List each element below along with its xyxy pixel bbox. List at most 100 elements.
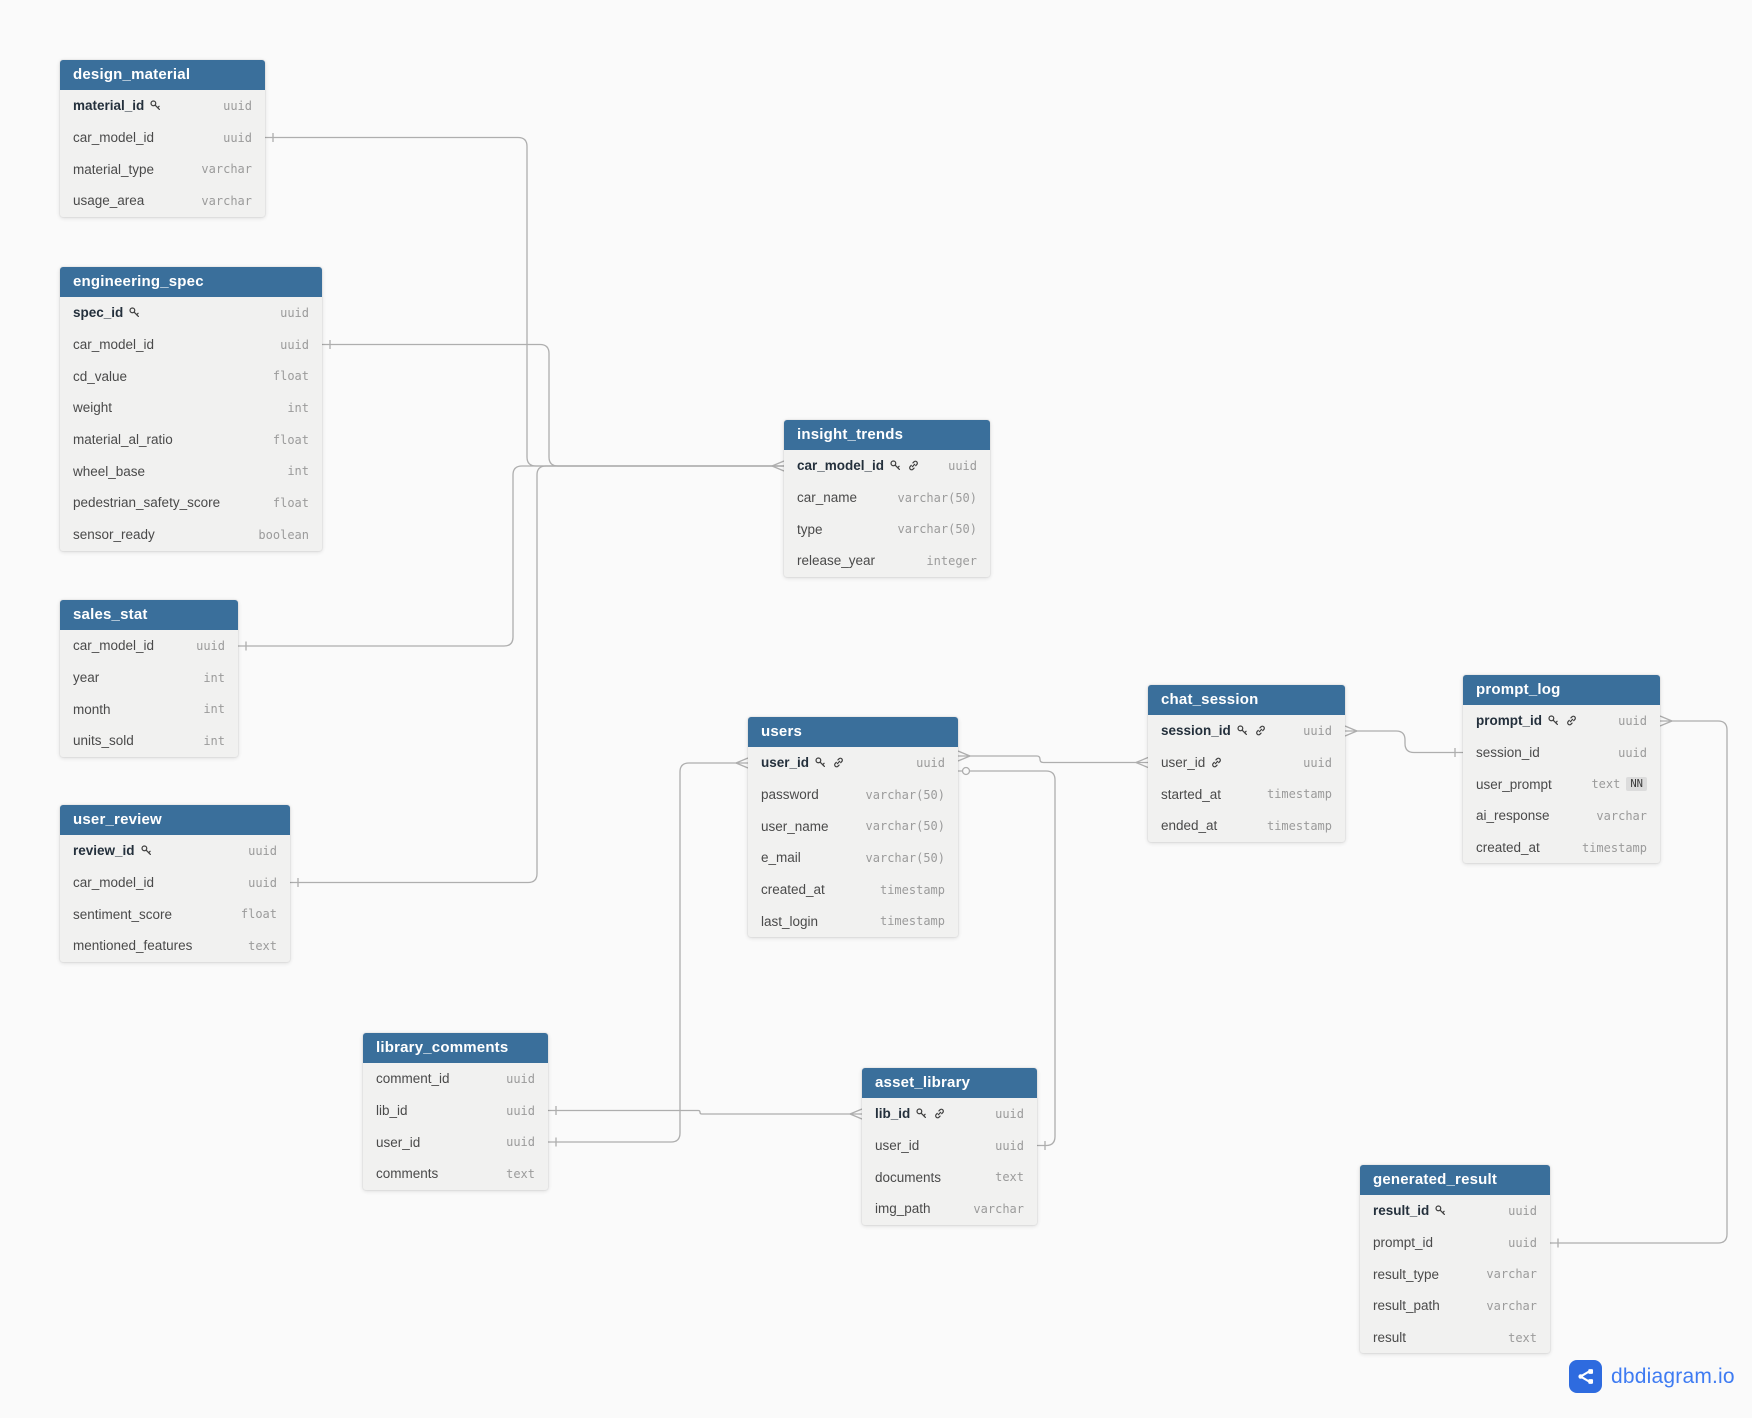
relationship-library_comments.lib_id-to-asset_library.lib_id	[548, 1109, 862, 1115]
dbdiagram-logo-text: dbdiagram.io	[1611, 1364, 1735, 1388]
field-type: integer	[926, 553, 977, 568]
field-type: varchar	[1596, 808, 1647, 823]
field-row-chat_session-started_at[interactable]: started_at timestamp	[1148, 778, 1345, 810]
not-null-badge: NN	[1626, 777, 1647, 792]
table-header-chat_session[interactable]: chat_session	[1148, 685, 1345, 715]
field-name: result_path	[1373, 1298, 1440, 1314]
table-header-engineering_spec[interactable]: engineering_spec	[60, 267, 322, 297]
table-header-design_material[interactable]: design_material	[60, 60, 265, 90]
field-type: uuid	[280, 337, 309, 352]
field-name: ai_response	[1476, 808, 1550, 824]
dbdiagram-logo[interactable]: dbdiagram.io	[1569, 1360, 1735, 1393]
field-type: text	[248, 938, 277, 953]
field-name: e_mail	[761, 850, 801, 866]
field-row-generated_result-result_path[interactable]: result_path varchar	[1360, 1290, 1550, 1322]
table-header-prompt_log[interactable]: prompt_log	[1463, 675, 1660, 705]
key-icon	[1548, 715, 1559, 726]
field-type: uuid	[1618, 713, 1647, 728]
table-header-user_review[interactable]: user_review	[60, 805, 290, 835]
field-name: created_at	[761, 882, 825, 898]
field-type: varchar	[1486, 1298, 1537, 1313]
table-header-library_comments[interactable]: library_comments	[363, 1033, 548, 1063]
table-header-users[interactable]: users	[748, 717, 958, 747]
table-header-generated_result[interactable]: generated_result	[1360, 1165, 1550, 1195]
field-name: weight	[73, 400, 113, 416]
field-name: started_at	[1161, 786, 1222, 802]
field-row-generated_result-result_type[interactable]: result_type varchar	[1360, 1258, 1550, 1290]
field-type: uuid	[1508, 1235, 1537, 1250]
field-name: result_type	[1373, 1266, 1440, 1282]
field-name: car_model_id	[73, 638, 155, 654]
field-name: prompt_id	[1373, 1235, 1434, 1251]
field-type: timestamp	[1266, 787, 1332, 802]
table-header-asset_library[interactable]: asset_library	[862, 1068, 1037, 1098]
field-type: text	[506, 1166, 535, 1181]
table-header-sales_stat[interactable]: sales_stat	[60, 600, 238, 630]
table-header-insight_trends[interactable]: insight_trends	[784, 420, 990, 450]
field-name: material_id	[73, 98, 145, 114]
field-type: varchar	[1486, 1267, 1537, 1282]
field-row-generated_result-prompt_id[interactable]: prompt_id uuid	[1360, 1227, 1550, 1259]
field-row-prompt_log-ai_response[interactable]: ai_response varchar	[1463, 800, 1660, 832]
